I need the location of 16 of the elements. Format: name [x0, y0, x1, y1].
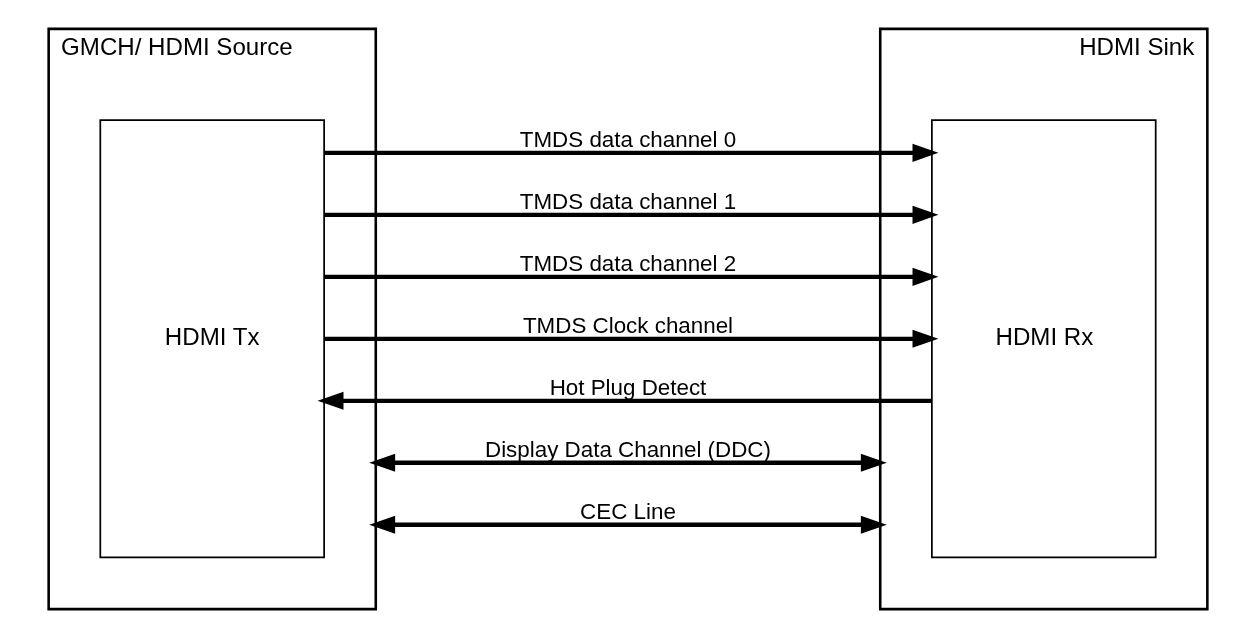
node-box: HDMI Tx: [98, 119, 325, 559]
arrow: [323, 329, 938, 348]
node-box: HDMI Rx: [930, 119, 1157, 559]
edge-label: Hot Plug Detect: [549, 374, 706, 400]
edge-label: TMDS Clock channel: [522, 312, 733, 338]
arrow: [317, 391, 932, 410]
edge-label: CEC Line: [579, 498, 676, 524]
arrow: [323, 205, 938, 224]
arrow: [368, 453, 887, 472]
edge-label: TMDS data channel 2: [519, 250, 736, 276]
edge-label: Display Data Channel (DDC): [484, 436, 771, 462]
edge-label: TMDS data channel 0: [519, 126, 736, 152]
arrow: [323, 267, 938, 286]
arrow: [368, 515, 887, 534]
edge-label: TMDS data channel 1: [519, 188, 736, 214]
arrow: [323, 143, 938, 162]
